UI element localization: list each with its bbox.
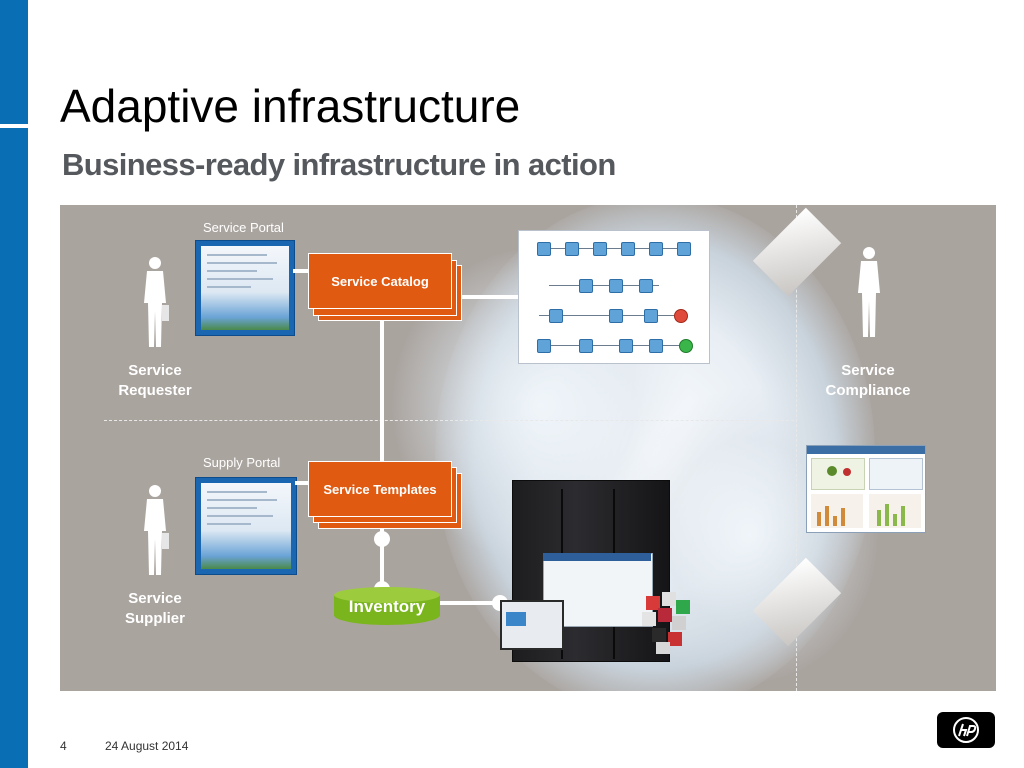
service-supplier-label: Service Supplier: [95, 589, 215, 629]
service-portal-label: Service Portal: [203, 220, 284, 235]
workflow-screenshot: [518, 230, 710, 364]
diagram-panel: Service Requester Service Supplier Servi…: [60, 205, 996, 691]
person-requester-icon: [144, 257, 169, 347]
service-compliance-line1: Service: [841, 362, 895, 379]
service-requester-line2: Requester: [118, 382, 192, 399]
service-portal-screenshot: [195, 240, 295, 336]
compliance-dashboard-screenshot: [806, 445, 926, 533]
service-supplier-line2: Supplier: [124, 610, 185, 627]
connector-catalog-templates: [380, 317, 384, 465]
person-supplier-icon: [144, 485, 169, 575]
horizontal-divider: [104, 420, 794, 421]
service-compliance-label: Service Compliance: [808, 361, 928, 401]
connector-portal-templates: [295, 481, 309, 485]
slide-title: Adaptive infrastructure: [60, 80, 521, 132]
slide-date: 24 August 2014: [105, 739, 189, 753]
page-number: 4: [60, 739, 67, 753]
service-supplier-line1: Service: [128, 590, 182, 607]
supply-portal-label: Supply Portal: [203, 455, 281, 470]
left-accent-bar: [0, 0, 28, 768]
service-templates-card: Service Templates: [308, 461, 452, 517]
service-requester-line1: Service: [128, 362, 182, 379]
cube-cluster-icon: [642, 592, 690, 654]
service-compliance-line2: Compliance: [825, 382, 911, 399]
inventory-cylinder: Inventory: [334, 585, 440, 631]
vertical-divider: [796, 205, 797, 691]
connector-dot-upper: [374, 531, 390, 547]
connector-portal-catalog: [293, 269, 309, 273]
connector-inventory-servers: [440, 601, 500, 605]
supply-portal-screenshot: [195, 477, 297, 575]
hp-logo-icon: [937, 712, 995, 748]
left-accent-notch: [0, 124, 28, 128]
connector-templates-inventory: [380, 523, 384, 589]
inventory-label: Inventory: [348, 597, 426, 616]
tablet-device-image: [500, 600, 564, 650]
slide-subtitle: Business-ready infrastructure in action: [62, 147, 616, 182]
service-requester-label: Service Requester: [95, 361, 215, 401]
connector-catalog-workflow: [450, 295, 518, 299]
service-catalog-card: Service Catalog: [308, 253, 452, 309]
inventory-cylinder-top: [334, 587, 440, 603]
person-compliance-icon: [858, 247, 880, 337]
